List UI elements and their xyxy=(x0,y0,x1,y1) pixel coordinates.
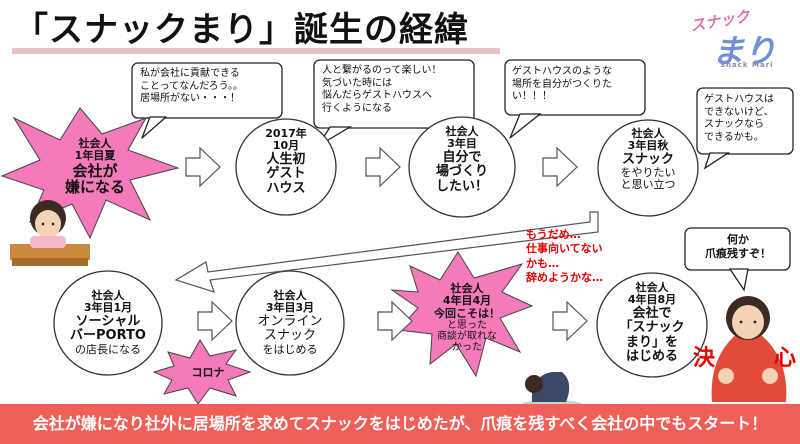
arrow-5 xyxy=(377,300,413,342)
bubble-4-text: ゲストハウスは できないけど、 スナックなら できるかも。 xyxy=(704,94,774,143)
node-5-line2: 3年目1月 xyxy=(83,301,133,315)
bubble-5-text: 何か 爪痕残すぞ！ xyxy=(705,233,771,260)
footer-banner: 会社が嫌になり社外に居場所を求めてスナックをはじめたが、爪痕を残すべく会社の中で… xyxy=(0,404,800,444)
node-7-line2: 4年目4月 xyxy=(442,294,492,308)
node-6-label: 社会人 3年目3月 オンライン スナック をはじめる xyxy=(236,289,344,356)
title-underline xyxy=(12,48,500,54)
snack-mari-logo: スナック まり Snack Mari xyxy=(689,4,790,74)
bubble-3-box xyxy=(504,59,646,116)
node-7-burst xyxy=(390,251,534,378)
node-4-sub1: をやりたい xyxy=(620,166,676,180)
node-5-main: ソーシャル バーPORTO xyxy=(70,313,146,344)
node-8-main: 会社で 「スナック まり」を はじめる xyxy=(619,305,685,365)
node-8-line1: 社会人 xyxy=(635,281,669,294)
bubble-3-tail xyxy=(509,113,542,139)
bubble-5-tail xyxy=(728,268,749,292)
node-3-label: 社会人 3年目 自分で 場づくり したい！ xyxy=(409,125,515,194)
node-6-line1: 社会人 xyxy=(273,289,307,302)
node-6-sub: をはじめる xyxy=(262,342,318,356)
node-5-line1: 社会人 xyxy=(91,289,125,302)
node-4-circle xyxy=(597,119,699,217)
node-8-label: 社会人 4年目8月 会社で 「スナック まり」を はじめる xyxy=(597,281,707,365)
node-4-sub2: と思い立つ xyxy=(620,178,676,192)
determined-woman-illustration xyxy=(711,296,787,402)
node-7-line1: 社会人 xyxy=(450,282,484,295)
bubble-1-text: 私が会社に貢献できる ことってなんだろう。。 居場所がない・・・！ xyxy=(140,68,243,104)
bubble-4-box xyxy=(696,87,794,155)
bubble-3-text: ゲストハウスのような 場所を自分がつくりた い！！！ xyxy=(512,66,612,102)
node-7-label: 社会人 4年目4月 今回こそは！ と思った 商談が取れな かった xyxy=(412,282,522,354)
bubble-2-text: 人と繋がるのって楽しい！ 気づいた時には 悩んだらゲストハウスへ 行くようになる xyxy=(322,65,442,114)
node-3-line2: 3年目 xyxy=(447,137,477,151)
return-arrow xyxy=(174,211,599,293)
corona-label: コロナ xyxy=(191,366,225,379)
arrow-1 xyxy=(185,146,221,188)
node-3-line1: 社会人 xyxy=(445,125,479,138)
node-1-main: 会社が 嫌になる xyxy=(64,161,125,197)
kesshin-left: 決 xyxy=(693,346,716,371)
corona-burst xyxy=(152,339,252,405)
node-7-main: 今回こそは！ xyxy=(434,306,500,320)
node-6-main: オンライン スナック xyxy=(257,313,323,344)
node-2-line2: 10月 xyxy=(272,139,300,153)
bubble-1-box xyxy=(131,62,283,119)
node-5-label: 社会人 3年目1月 ソーシャル バーPORTO の店長になる xyxy=(54,289,162,356)
node-2-line1: 2017年 xyxy=(265,127,307,140)
node-2-label: 2017年 10月 人生初 ゲスト ハウス xyxy=(236,127,336,196)
node-5-circle xyxy=(53,270,163,376)
node-4-line2: 3年目秋 xyxy=(627,139,669,153)
page-title: 「スナックまり」誕生の経緯 xyxy=(14,10,469,50)
bubble-4-tail xyxy=(703,152,731,170)
node-1-label: 社会人 1年目夏 会社が 嫌になる xyxy=(30,137,160,197)
node-8-line2: 4年目8月 xyxy=(627,293,677,307)
node-6-line2: 3年目3月 xyxy=(265,301,315,315)
bubble-1-tail xyxy=(141,116,167,139)
node-2-circle xyxy=(235,118,337,216)
node-5-sub: の店長になる xyxy=(75,342,141,356)
despair-text: もうだめ… 仕事向いてない かも… 辞めようかな… xyxy=(526,228,603,284)
node-6-circle xyxy=(235,270,345,376)
node-7-sub: と思った 商談が取れな かった xyxy=(437,319,497,354)
arrow-3 xyxy=(542,146,578,188)
node-4-label: 社会人 3年目秋 スナック をやりたい と思い立つ xyxy=(598,127,698,192)
node-1-line1: 社会人 xyxy=(78,137,112,150)
node-3-main: 自分で 場づくり したい！ xyxy=(435,149,488,194)
node-4-line1: 社会人 xyxy=(631,127,665,140)
arrow-2 xyxy=(365,146,401,188)
node-2-main: 人生初 ゲスト ハウス xyxy=(266,151,306,196)
kesshin-right: 心 xyxy=(774,346,797,371)
logo-sub-text: Snack Mari xyxy=(720,61,774,69)
node-3-circle xyxy=(408,116,516,218)
node-1-line2: 1年目夏 xyxy=(74,149,116,163)
kneeling-man-illustration xyxy=(522,372,582,408)
worried-woman-illustration xyxy=(10,200,90,266)
node-8-circle xyxy=(596,272,708,378)
arrow-6 xyxy=(552,300,588,342)
arrow-4 xyxy=(197,300,233,342)
logo-main-text: まり xyxy=(712,32,777,70)
bubble-2-box xyxy=(313,59,475,129)
node-4-main: スナック xyxy=(621,151,674,167)
